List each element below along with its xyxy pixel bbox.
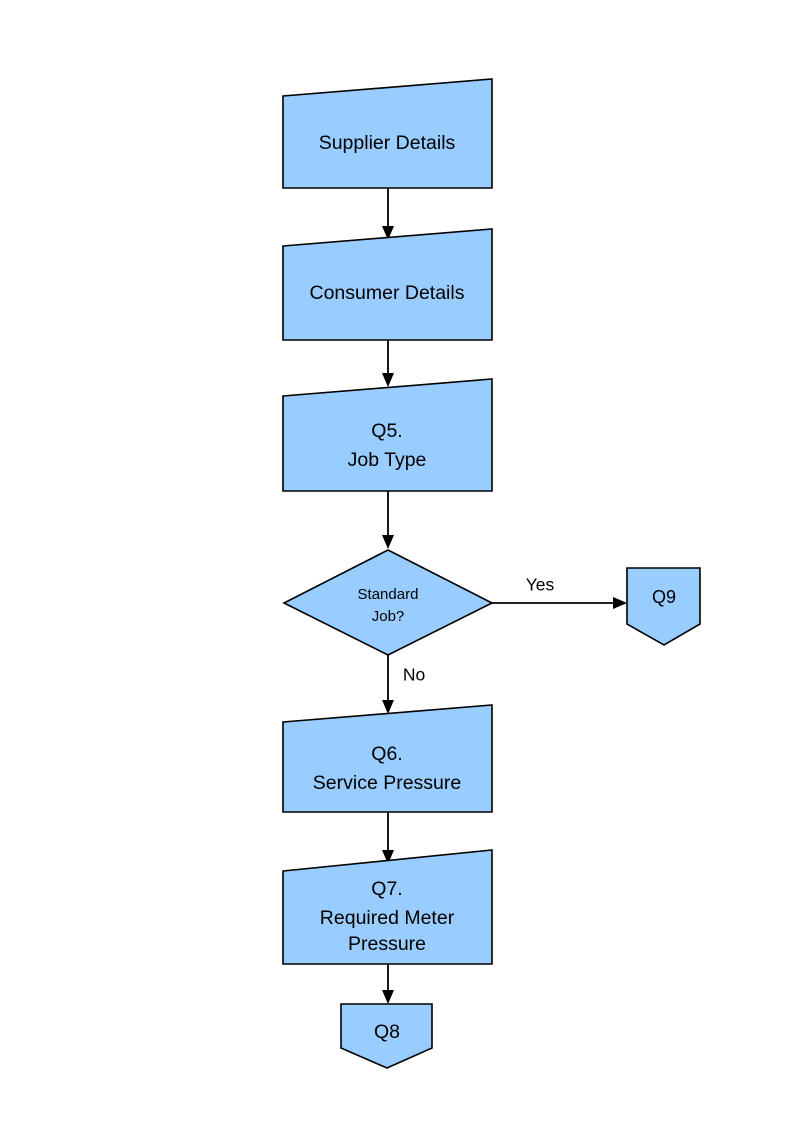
standard-job-label-line2: Job? — [372, 608, 405, 625]
edge-q5-to-decision — [382, 491, 394, 549]
q7-label-line3: Pressure — [348, 933, 426, 955]
edge-label-no: No — [403, 665, 425, 685]
arrow-head-icon — [382, 373, 394, 387]
q7-label-line2: Required Meter — [320, 907, 455, 929]
node-supplier-details[interactable]: Supplier Details — [282, 78, 493, 189]
q9-connector-label: Q9 — [652, 587, 676, 607]
edge-consumer-to-q5 — [382, 340, 394, 387]
q5-job-type-shape[interactable] — [282, 378, 493, 492]
arrow-head-icon — [382, 700, 394, 714]
supplier-details-label: Supplier Details — [319, 132, 456, 154]
edge-decision-to-q9: Yes — [492, 575, 627, 609]
node-q8-connector[interactable]: Q8 — [340, 1003, 433, 1069]
node-q6-service-pressure[interactable]: Q6. Service Pressure — [282, 704, 493, 813]
q8-connector-label: Q8 — [374, 1021, 400, 1043]
node-q7-required-meter-pressure[interactable]: Q7. Required Meter Pressure — [282, 849, 493, 965]
node-consumer-details[interactable]: Consumer Details — [282, 228, 493, 341]
supplier-details-shape[interactable] — [282, 78, 493, 189]
consumer-details-shape[interactable] — [282, 228, 493, 341]
edge-label-yes: Yes — [526, 575, 555, 595]
edge-decision-to-q6: No — [382, 655, 425, 714]
standard-job-label-line1: Standard — [358, 586, 419, 603]
q7-required-meter-pressure-shape[interactable] — [282, 849, 493, 965]
consumer-details-label: Consumer Details — [310, 282, 465, 304]
edge-supplier-to-consumer — [382, 188, 394, 240]
q8-connector-shape[interactable] — [340, 1003, 433, 1069]
arrow-head-icon — [382, 850, 394, 864]
arrow-head-icon — [382, 990, 394, 1004]
arrow-head-icon — [613, 597, 627, 609]
q6-label-line1: Q6. — [371, 743, 402, 765]
q5-job-type-label-line2: Job Type — [348, 449, 427, 471]
node-standard-job-decision[interactable]: Standard Job? — [282, 549, 494, 656]
q6-service-pressure-shape[interactable] — [282, 704, 493, 813]
node-q9-connector[interactable]: Q9 — [626, 567, 701, 646]
arrow-head-icon — [382, 226, 394, 240]
q9-connector-shape[interactable] — [626, 567, 701, 646]
arrow-head-icon — [382, 535, 394, 549]
node-q5-job-type[interactable]: Q5. Job Type — [282, 378, 493, 492]
edge-q6-to-q7 — [382, 812, 394, 864]
q7-label-line1: Q7. — [371, 878, 402, 900]
edge-q7-to-q8 — [382, 964, 394, 1004]
q6-label-line2: Service Pressure — [313, 772, 461, 794]
q5-job-type-label-line1: Q5. — [371, 420, 402, 442]
